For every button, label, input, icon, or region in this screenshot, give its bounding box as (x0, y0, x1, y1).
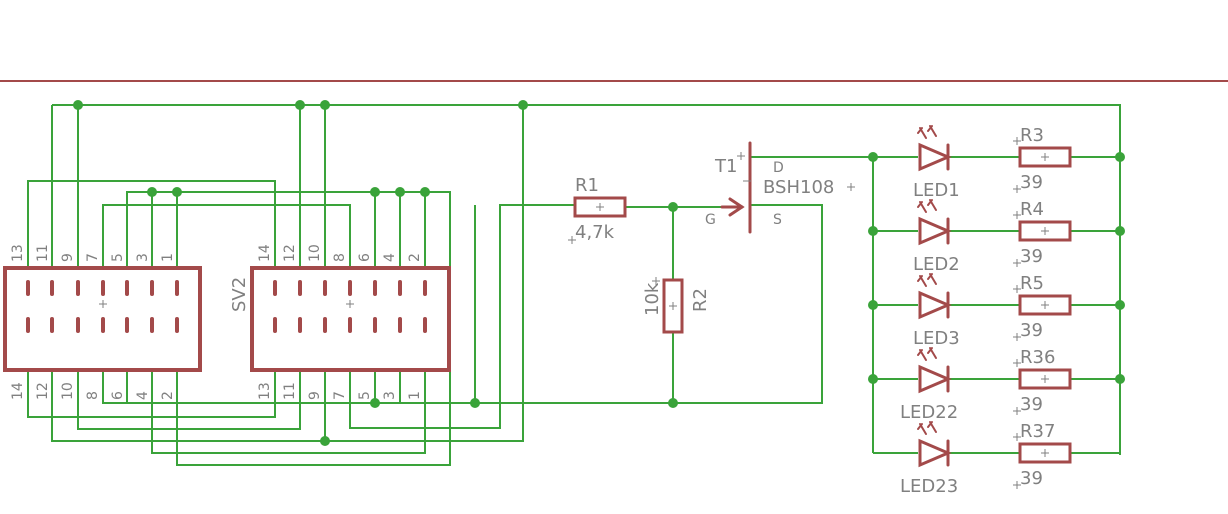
led-name: LED2 (913, 254, 960, 275)
led-row: LED3 R5 39 (913, 273, 1072, 349)
pin-label: 7 (85, 253, 101, 262)
top-rail-wire (52, 104, 1121, 455)
res-value: 39 (1020, 394, 1043, 415)
pin-label: 9 (307, 391, 323, 400)
wire-res-rail (1070, 156, 1120, 454)
pin-label: 6 (110, 391, 126, 400)
wire-loop-13-14 (27, 180, 276, 268)
led-name: LED23 (900, 476, 958, 497)
wire-r1-in (349, 204, 575, 429)
connector-right (250, 266, 451, 372)
led-row: LED2 R4 39 (913, 199, 1072, 275)
wire-bottom-loop3 (77, 370, 301, 430)
res-value: 39 (1020, 246, 1043, 267)
transistor-t1: T1 BSH108 D G S (705, 141, 855, 234)
t1-pin-s: S (773, 212, 782, 228)
led-row: LED1 R3 39 (913, 125, 1072, 201)
pin-label: 2 (407, 253, 423, 262)
pin-label: 1 (160, 253, 176, 262)
t1-pin-d: D (773, 160, 784, 176)
connector-left (3, 266, 202, 372)
r2-value: 10k (642, 282, 663, 316)
wire-bottom-loop5 (176, 370, 451, 466)
pin-label: 11 (35, 244, 51, 262)
pin-label: 13 (257, 382, 273, 400)
pin-label: 14 (10, 382, 26, 400)
pin-label: 10 (307, 244, 323, 262)
res-value: 39 (1020, 320, 1043, 341)
pin-label: 14 (257, 244, 273, 262)
res-name: R4 (1020, 199, 1044, 220)
pin-label: 4 (382, 253, 398, 262)
led-row: LED22 R36 39 (900, 347, 1072, 423)
r2-name: R2 (690, 288, 711, 312)
led-name: LED22 (900, 402, 958, 423)
res-value: 39 (1020, 468, 1043, 489)
t1-name: T1 (714, 156, 737, 177)
pin-label: 3 (382, 391, 398, 400)
pin-label: 12 (282, 244, 298, 262)
led-name: LED1 (913, 180, 960, 201)
pin-label: 12 (35, 382, 51, 400)
r1-value: 4,7k (575, 222, 615, 243)
pin-label: 5 (357, 391, 373, 400)
res-name: R37 (1020, 421, 1055, 442)
r1-name: R1 (575, 175, 599, 196)
res-name: R36 (1020, 347, 1055, 368)
t1-type: BSH108 (763, 177, 834, 198)
pin-label: 8 (85, 391, 101, 400)
pin-labels: 13 11 9 7 5 3 1 14 12 10 8 6 4 2 14 12 1… (10, 244, 423, 400)
res-value: 39 (1020, 172, 1043, 193)
wire-led-branches (873, 230, 918, 454)
wire-bottom-loop4 (151, 370, 426, 454)
resistor-r2: R2 10k (642, 277, 711, 334)
resistor-r1: R1 4,7k (568, 175, 627, 244)
pin-label: 10 (60, 382, 76, 400)
pin-label: 1 (407, 391, 423, 400)
pin-label: 2 (160, 391, 176, 400)
pin-label: 5 (110, 253, 126, 262)
pin-label: 4 (135, 391, 151, 400)
pin-label: 8 (332, 253, 348, 262)
pin-label: 11 (282, 382, 298, 400)
led-row: LED23 R37 39 (900, 421, 1072, 497)
pin-label: 3 (135, 253, 151, 262)
pin-label: 7 (332, 391, 348, 400)
res-name: R3 (1020, 125, 1044, 146)
pin-label: 6 (357, 253, 373, 262)
wire-loop-7-8 (102, 204, 351, 268)
wire-loop-5 (126, 191, 451, 268)
wire-bottom-loop1 (51, 370, 325, 442)
t1-pin-g: G (705, 212, 716, 228)
connector-label-sv2: SV2 (229, 277, 250, 312)
pin-label: 9 (60, 253, 76, 262)
res-name: R5 (1020, 273, 1044, 294)
wire-led-res (948, 156, 1020, 454)
origin-marks (1013, 137, 1021, 489)
junctions (73, 100, 1125, 446)
wire-ground-rail (102, 204, 823, 404)
led-name: LED3 (913, 328, 960, 349)
pin-label: 13 (10, 244, 26, 262)
